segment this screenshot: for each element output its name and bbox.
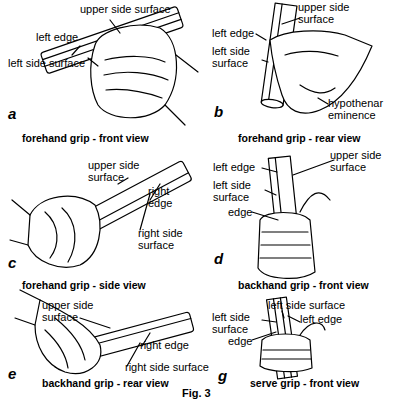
panel-letter: d bbox=[214, 251, 223, 267]
leader-line bbox=[80, 318, 150, 366]
hand bbox=[260, 334, 312, 372]
part-label: hypothenar eminence bbox=[328, 98, 398, 121]
part-label: edge bbox=[228, 336, 252, 348]
hand bbox=[28, 196, 100, 267]
leader-line bbox=[256, 18, 328, 104]
figure-caption: Fig. 3 bbox=[182, 388, 211, 400]
hand bbox=[45, 208, 75, 262]
hand bbox=[258, 213, 315, 279]
part-label: left edge bbox=[300, 314, 342, 326]
panel-caption: serve grip - front view bbox=[250, 378, 359, 389]
part-label: left side surface bbox=[268, 300, 345, 312]
panel-letter: e bbox=[8, 366, 16, 382]
panel-letter: c bbox=[8, 255, 16, 271]
hand bbox=[91, 25, 177, 118]
part-label: right side surface bbox=[125, 362, 209, 374]
hand bbox=[300, 193, 330, 212]
part-label: edge bbox=[228, 207, 252, 219]
part-label: left side surface bbox=[212, 46, 264, 69]
hand bbox=[285, 51, 338, 93]
panel-letter: g bbox=[218, 368, 227, 384]
part-label: upper side surface bbox=[80, 4, 171, 16]
part-label: left side surface bbox=[212, 312, 264, 335]
part-label: right side surface bbox=[138, 228, 198, 251]
part-label: left side surface bbox=[213, 180, 265, 203]
panel-caption: forehand grip - rear view bbox=[238, 133, 361, 144]
leader-line bbox=[252, 311, 300, 340]
hand bbox=[165, 55, 198, 125]
hand bbox=[262, 350, 311, 359]
panel-letter: a bbox=[8, 106, 16, 122]
part-label: left edge bbox=[213, 162, 255, 174]
part-label: upper side surface bbox=[298, 2, 356, 25]
part-label: left edge bbox=[212, 28, 254, 40]
leader-line bbox=[252, 311, 300, 340]
part-label: upper side surface bbox=[330, 150, 390, 173]
handle bbox=[261, 98, 284, 109]
hand bbox=[104, 56, 168, 98]
leader-line bbox=[256, 18, 328, 104]
hand bbox=[91, 25, 198, 125]
panel-caption: backhand grip - rear view bbox=[42, 378, 169, 389]
hand bbox=[45, 318, 85, 368]
hand bbox=[15, 290, 40, 325]
hand bbox=[260, 323, 325, 372]
leader-line bbox=[252, 160, 334, 220]
leader-line bbox=[80, 318, 150, 366]
panel-caption: forehand grip - side view bbox=[22, 280, 146, 291]
panel-caption: backhand grip - front view bbox=[238, 280, 369, 291]
hand bbox=[258, 193, 330, 279]
part-label: upper side surface bbox=[88, 160, 148, 183]
panel-caption: forehand grip - front view bbox=[22, 133, 149, 144]
part-label: upper side surface bbox=[42, 300, 102, 323]
part-label: left side surface bbox=[8, 58, 85, 70]
part-label: right edge bbox=[140, 340, 189, 352]
hand bbox=[10, 200, 30, 245]
hand bbox=[260, 232, 311, 258]
part-label: left edge bbox=[36, 32, 78, 44]
panel-letter: b bbox=[214, 104, 223, 120]
leader-line bbox=[252, 160, 334, 220]
part-label: right edge bbox=[148, 186, 188, 209]
hand bbox=[10, 196, 100, 267]
